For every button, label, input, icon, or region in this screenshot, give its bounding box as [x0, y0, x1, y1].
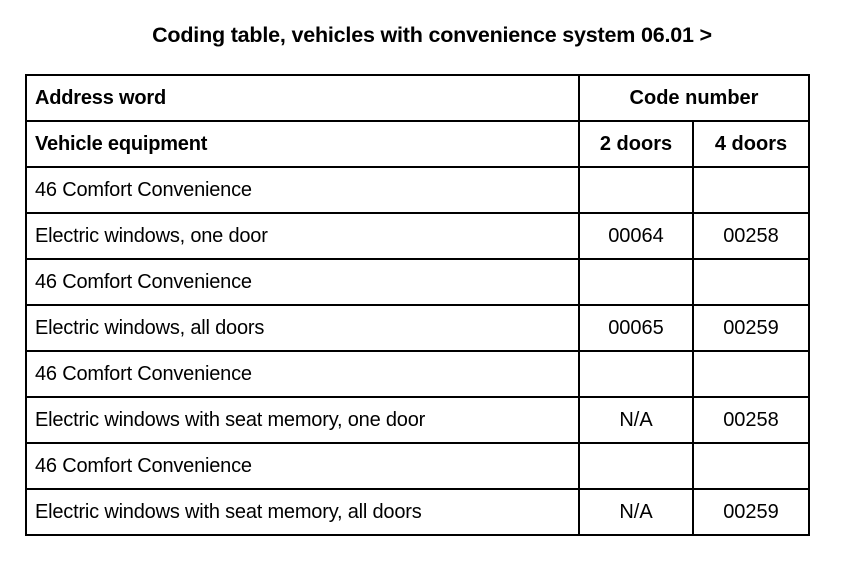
header-two-doors: 2 doors [578, 120, 694, 168]
row-four-doors-code: 00259 [692, 304, 810, 352]
row-four-doors-code: 00258 [692, 396, 810, 444]
row-two-doors-code [578, 442, 694, 490]
row-two-doors-code: N/A [578, 488, 694, 536]
row-description: 46 Comfort Convenience [25, 166, 580, 214]
row-four-doors-code [692, 166, 810, 214]
table-row: 46 Comfort Convenience [25, 258, 810, 306]
page-title: Coding table, vehicles with convenience … [152, 23, 712, 47]
row-two-doors-code: 00064 [578, 212, 694, 260]
row-description: 46 Comfort Convenience [25, 442, 580, 490]
coding-table: Address word Code number Vehicle equipme… [25, 74, 810, 536]
row-two-doors-code [578, 350, 694, 398]
table-body: Address word Code number Vehicle equipme… [25, 74, 810, 536]
row-four-doors-code [692, 350, 810, 398]
row-description: 46 Comfort Convenience [25, 258, 580, 306]
row-four-doors-code [692, 442, 810, 490]
row-description: Electric windows, one door [25, 212, 580, 260]
table-row: 46 Comfort Convenience [25, 350, 810, 398]
row-two-doors-code: 00065 [578, 304, 694, 352]
header-code-number: Code number [578, 74, 810, 122]
row-four-doors-code: 00258 [692, 212, 810, 260]
row-description: Electric windows, all doors [25, 304, 580, 352]
row-four-doors-code [692, 258, 810, 306]
table-row: Electric windows with seat memory, all d… [25, 488, 810, 536]
table-header-row-1: Address word Code number [25, 74, 810, 122]
header-vehicle-equipment: Vehicle equipment [25, 120, 580, 168]
header-address-word: Address word [25, 74, 580, 122]
table-row: Electric windows, all doors 00065 00259 [25, 304, 810, 352]
row-description: 46 Comfort Convenience [25, 350, 580, 398]
table-header-row-2: Vehicle equipment 2 doors 4 doors [25, 120, 810, 168]
table-row: Electric windows, one door 00064 00258 [25, 212, 810, 260]
table-row: 46 Comfort Convenience [25, 166, 810, 214]
table-row: 46 Comfort Convenience [25, 442, 810, 490]
row-description: Electric windows with seat memory, all d… [25, 488, 580, 536]
table-row: Electric windows with seat memory, one d… [25, 396, 810, 444]
row-two-doors-code: N/A [578, 396, 694, 444]
row-description: Electric windows with seat memory, one d… [25, 396, 580, 444]
row-two-doors-code [578, 258, 694, 306]
row-four-doors-code: 00259 [692, 488, 810, 536]
row-two-doors-code [578, 166, 694, 214]
header-four-doors: 4 doors [692, 120, 810, 168]
